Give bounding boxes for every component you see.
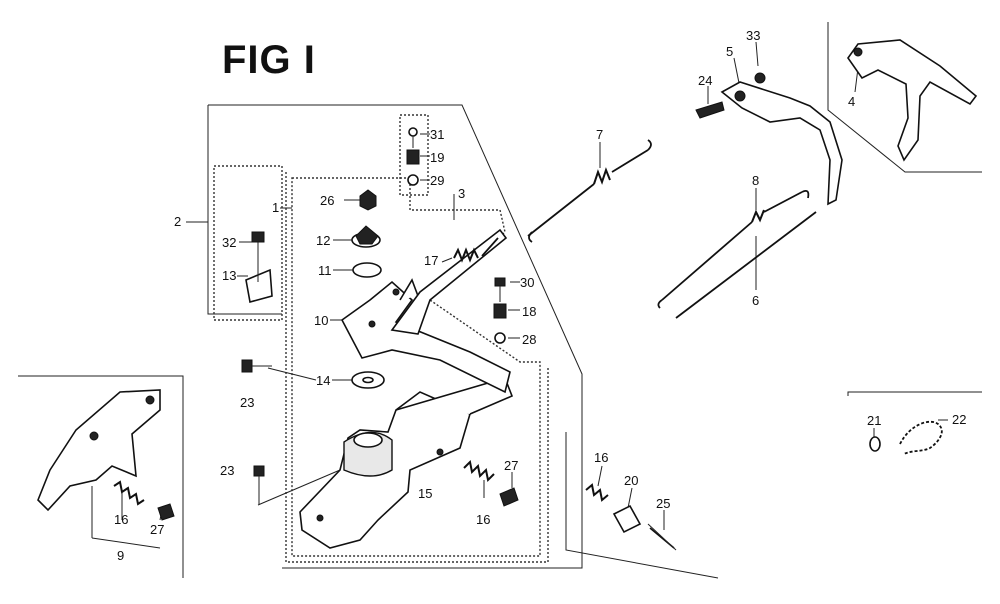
- callout-3: 3: [458, 186, 465, 201]
- left-sub-frame: [18, 375, 184, 578]
- callout-24: 24: [698, 73, 712, 88]
- callout-7: 7: [596, 127, 603, 142]
- springs: [113, 237, 677, 551]
- inner-frame-1b: [285, 172, 549, 563]
- callout-27-left: 27: [150, 522, 164, 537]
- callout-16-center: 16: [476, 512, 490, 527]
- wires-6-8: [657, 189, 817, 319]
- bolt-group-frame: [399, 114, 429, 196]
- callout-17: 17: [424, 253, 438, 268]
- callout-29: 29: [430, 173, 444, 188]
- callout-16-right: 16: [594, 450, 608, 465]
- adjuster-bolt-13: [245, 231, 273, 304]
- callout-10: 10: [314, 313, 328, 328]
- callout-12: 12: [316, 233, 330, 248]
- chain-kit-frame: [847, 391, 982, 396]
- callout-5: 5: [726, 44, 733, 59]
- callout-21: 21: [867, 413, 881, 428]
- callout-9: 9: [117, 548, 124, 563]
- callout-22: 22: [952, 412, 966, 427]
- leader-lines: [91, 41, 948, 549]
- callout-13: 13: [222, 268, 236, 283]
- callout-2: 2: [174, 214, 181, 229]
- callout-33: 33: [746, 28, 760, 43]
- figure-title: FIG I: [222, 38, 316, 82]
- callout-19: 19: [430, 150, 444, 165]
- bolts-31-19-29: [406, 127, 420, 186]
- control-arm: [390, 228, 508, 335]
- outer-frame-left: [207, 105, 282, 315]
- callout-16-left: 16: [114, 512, 128, 527]
- callout-8: 8: [752, 173, 759, 188]
- callout-27-center: 27: [504, 458, 518, 473]
- callout-4: 4: [848, 94, 855, 109]
- wire-7: [527, 139, 652, 243]
- callout-1: 1: [272, 200, 279, 215]
- outer-assembly-frame: [208, 104, 583, 569]
- callout-31: 31: [430, 127, 444, 142]
- callout-18: 18: [522, 304, 536, 319]
- throttle-lever: [340, 278, 511, 394]
- bracket-4: [847, 39, 978, 162]
- spring-kit-frame: [565, 432, 719, 579]
- chain-kit: [869, 420, 943, 455]
- assembly-frames: [18, 22, 982, 579]
- callout-26: 26: [320, 193, 334, 208]
- callout-14: 14: [316, 373, 330, 388]
- callout-labels: 1 2 3 4 5 6 7 8 9 10 11 12 13 14 15 16 1…: [114, 28, 966, 563]
- governor-arm-5: [695, 72, 843, 206]
- callout-25: 25: [656, 496, 670, 511]
- callout-30: 30: [520, 275, 534, 290]
- callout-6: 6: [752, 293, 759, 308]
- callout-28: 28: [522, 332, 536, 347]
- lever-assembly-9: [37, 389, 161, 512]
- callout-11: 11: [318, 263, 332, 278]
- callout-23-upper: 23: [240, 395, 254, 410]
- callout-23-lower: 23: [220, 463, 234, 478]
- lever-assy-frame: [827, 22, 982, 173]
- base-plate: [299, 377, 514, 549]
- screws-23: [241, 359, 272, 504]
- bolts-30-18-28: [493, 277, 507, 344]
- inner-frame-1: [291, 177, 541, 557]
- callout-15: 15: [418, 486, 432, 501]
- callout-20: 20: [624, 473, 638, 488]
- washers-and-nuts: [351, 189, 385, 389]
- inner-frame-2: [213, 165, 283, 321]
- callout-32: 32: [222, 235, 236, 250]
